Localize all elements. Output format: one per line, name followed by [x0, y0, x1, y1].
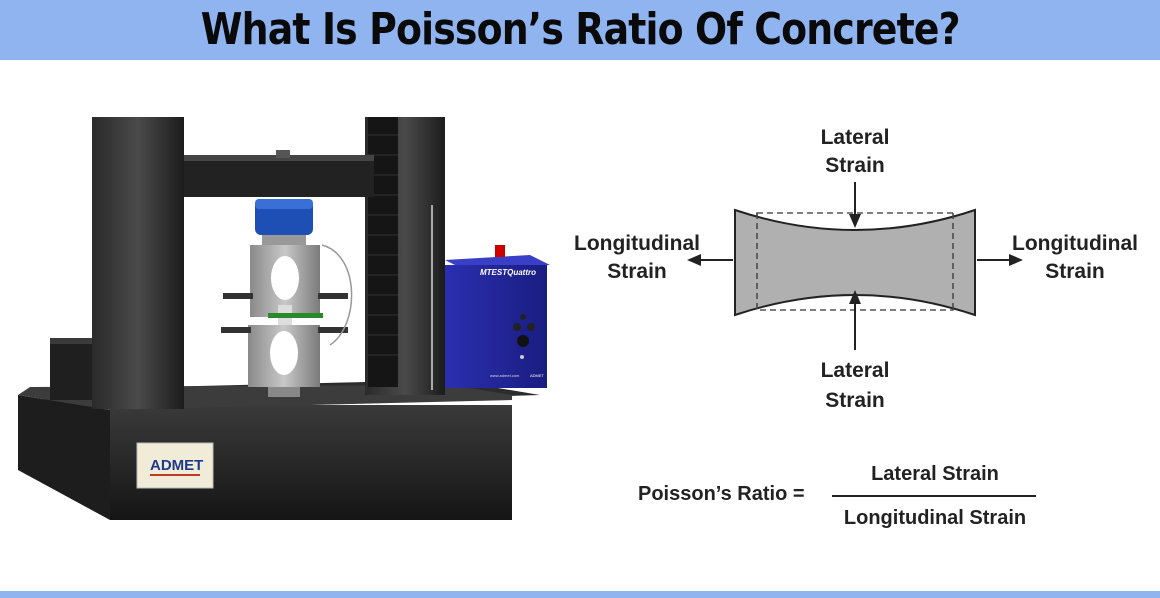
testing-machine-photo: MTESTQuattro www.admet.com ADMET ADMET [18, 117, 550, 520]
controller-badge: ADMET [530, 373, 545, 378]
lateral-top-label-2: Strain [825, 154, 885, 177]
longitudinal-left-label-1: Longitudinal [574, 232, 700, 255]
page-title: What Is Poisson’s Ratio Of Concrete? [200, 4, 961, 55]
poisson-formula: Poisson’s Ratio = Lateral Strain Longitu… [638, 463, 1036, 529]
controller-small-text: www.admet.com [490, 373, 520, 378]
lateral-bottom-label-2: Strain [825, 389, 885, 412]
crosshead [184, 155, 374, 197]
longitudinal-left-label-2: Strain [607, 260, 667, 283]
formula-numerator: Lateral Strain [871, 463, 999, 485]
controller-label: MTESTQuattro [480, 268, 536, 277]
side-box [50, 338, 98, 400]
brand-label: ADMET [150, 457, 203, 474]
formula-lhs: Poisson’s Ratio = [638, 483, 805, 505]
controller-box: MTESTQuattro www.admet.com ADMET [445, 245, 550, 388]
lateral-bottom-label-1: Lateral [821, 359, 890, 382]
longitudinal-right-label-2: Strain [1045, 260, 1105, 283]
machine-base [18, 395, 110, 520]
left-column [92, 117, 184, 409]
title-banner: What Is Poisson’s Ratio Of Concrete? [0, 0, 1160, 60]
longitudinal-right-label-1: Longitudinal [1012, 232, 1138, 255]
lateral-top-label-1: Lateral [821, 126, 890, 149]
strain-diagram: Lateral Strain Lateral Strain Longitudin… [574, 126, 1138, 412]
deformed-specimen [734, 208, 976, 317]
bottom-banner [0, 591, 1160, 598]
formula-denominator: Longitudinal Strain [844, 507, 1026, 529]
brand-plate [136, 442, 214, 489]
